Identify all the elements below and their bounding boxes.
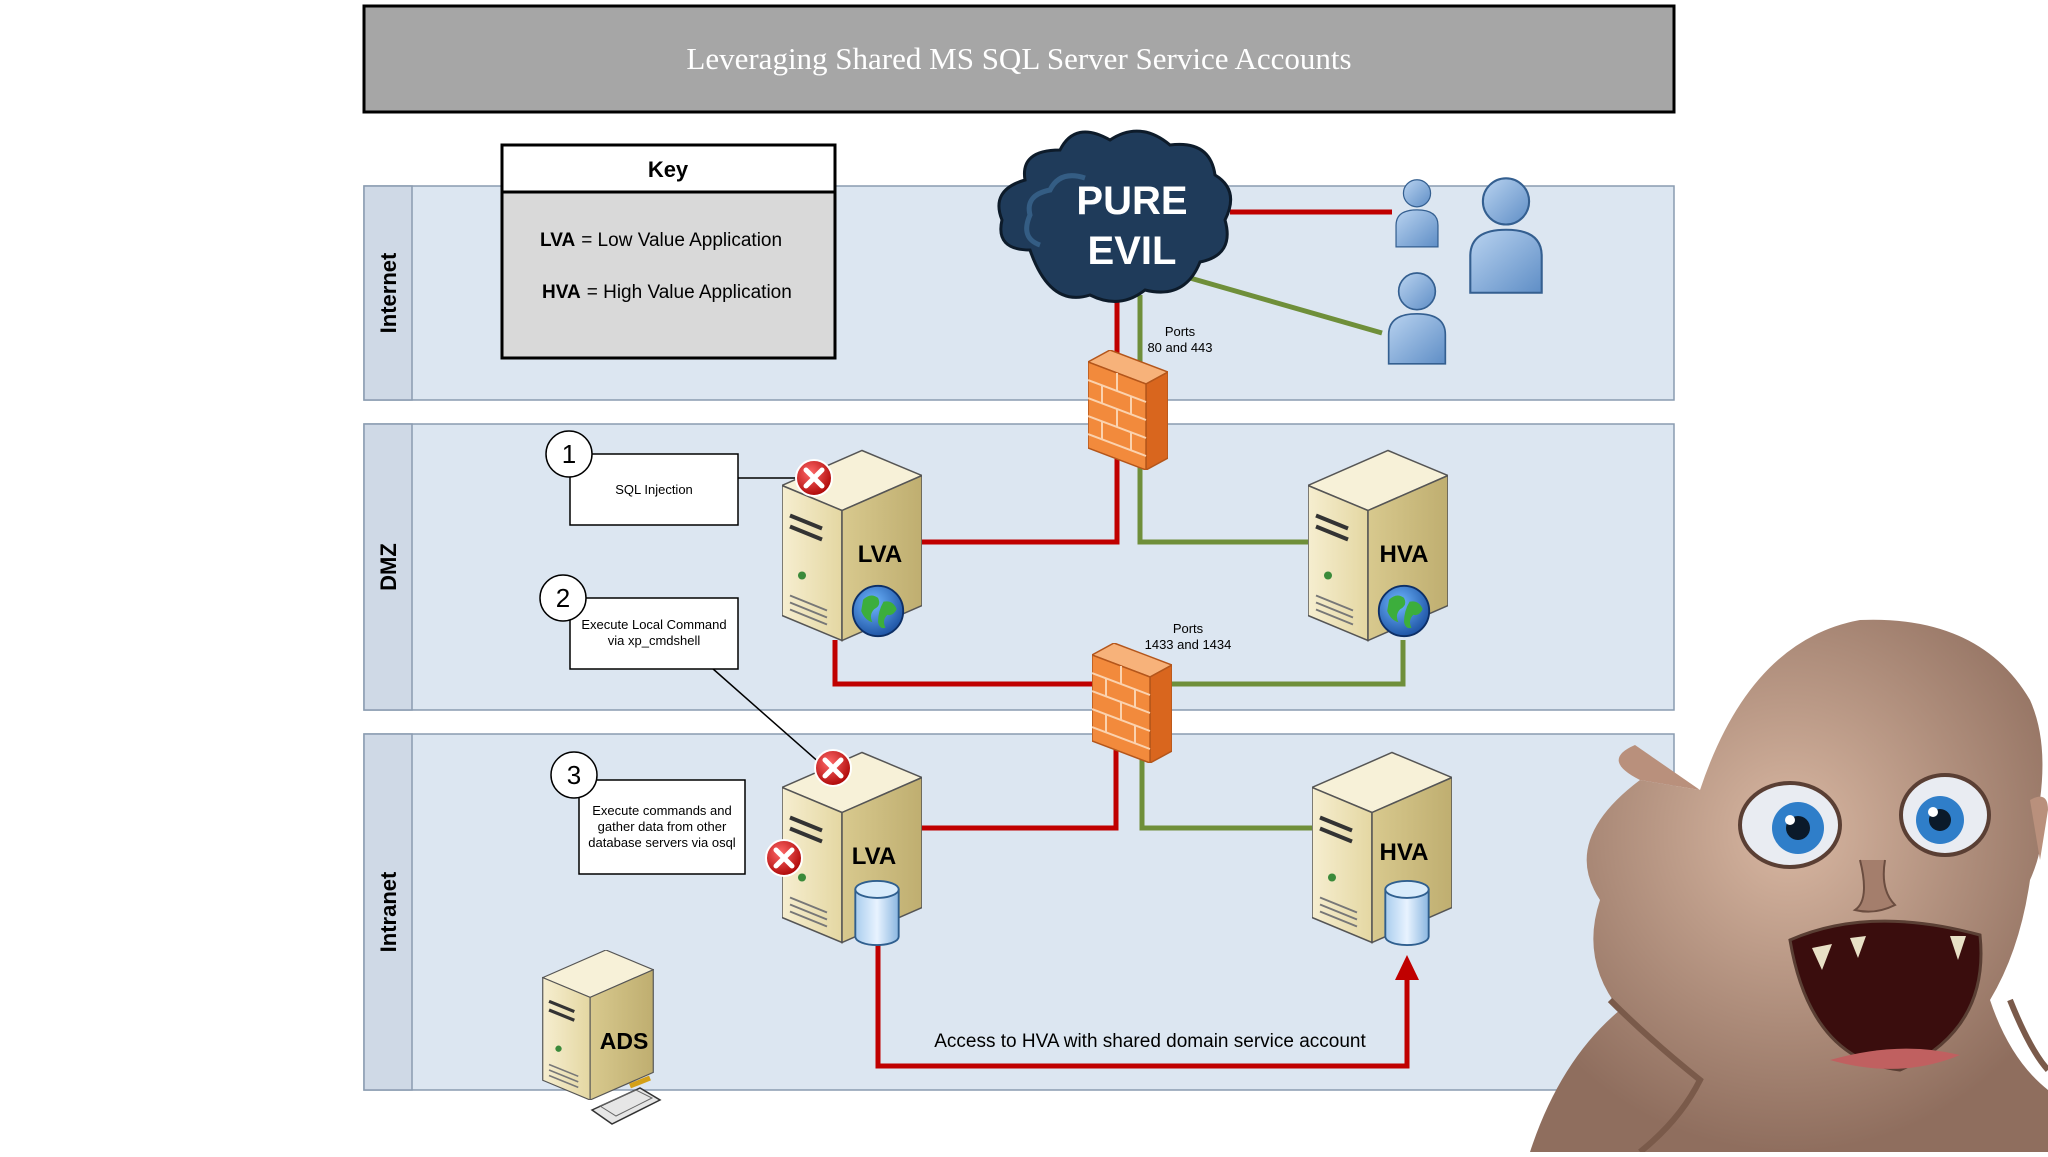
step-1-box — [569, 453, 739, 526]
ads-server-icon — [542, 950, 654, 1100]
pure-evil-cloud: PURE EVIL — [997, 129, 1233, 303]
step-1-failure-x-icon — [796, 460, 832, 496]
key-hva-line: HVA = High Value Application — [542, 282, 792, 303]
intranet-hva-server: HVA — [1312, 753, 1452, 946]
line-firewall-intranet-hva — [1139, 748, 1312, 831]
step-2-box — [569, 597, 739, 670]
intranet-lva-server: LVA — [782, 753, 922, 946]
internet-firewall-icon — [1088, 350, 1168, 470]
intranet-hva-label: HVA — [1380, 839, 1429, 866]
dmz-lva-server: LVA — [782, 451, 922, 641]
step-2-failure-x-icon — [815, 750, 851, 786]
dmz-lva-label: LVA — [858, 541, 902, 568]
step-2-badge — [539, 574, 587, 622]
line-dmz-lva-firewall — [832, 640, 1100, 687]
ads-label: ADS — [600, 1028, 649, 1054]
access-label: Access to HVA with shared domain service… — [934, 1031, 1366, 1052]
title-bar — [362, 4, 1676, 114]
diagram-title: Leveraging Shared MS SQL Server Service … — [686, 41, 1351, 76]
cloud-line2: EVIL — [1088, 229, 1177, 273]
step-2-number: 2 — [556, 583, 570, 613]
gollum-image — [1530, 619, 2048, 1155]
internal-firewall-icon — [1092, 643, 1172, 763]
access-arrowhead — [1395, 955, 1419, 980]
callout-connectors — [711, 477, 831, 773]
web-ports-label-2: 80 and 443 — [1147, 340, 1212, 355]
step-3-badge — [550, 751, 598, 799]
key-lva-def: = Low Value Application — [581, 230, 782, 251]
line-cloud-user-3 — [1189, 275, 1383, 336]
step-3-failure-x-icon — [766, 840, 802, 876]
step-3-number: 3 — [567, 760, 581, 790]
ads-server: ADS — [542, 950, 662, 1125]
sql-ports-label-1: Ports — [1173, 621, 1204, 636]
web-ports-label-1: Ports — [1165, 324, 1196, 339]
dmz-lva-globe-icon — [851, 584, 905, 638]
intranet-lva-database-icon — [854, 880, 900, 946]
line-firewall-intranet-lva — [920, 748, 1119, 831]
sql-ports-label-2: 1433 and 1434 — [1145, 637, 1232, 652]
key-hva-def: = High Value Application — [587, 282, 792, 303]
step-1-number: 1 — [562, 439, 576, 469]
ads-key-card-icon — [590, 1075, 662, 1125]
step-3-line3: database servers via osql — [588, 835, 736, 850]
cloud-line1: PURE — [1076, 179, 1187, 223]
step-2-line2: via xp_cmdshell — [608, 633, 701, 648]
step-3-box — [578, 779, 746, 875]
step-1-line1: SQL Injection — [615, 482, 693, 497]
step-3: Execute commands and gather data from ot… — [550, 751, 746, 875]
zone-label-internet: Internet — [376, 252, 401, 333]
line-access-hva — [875, 944, 1410, 1069]
dmz-hva-globe-icon — [1377, 584, 1431, 638]
zone-label-dmz: DMZ — [376, 543, 401, 591]
intranet-hva-database-icon — [1384, 880, 1430, 946]
intranet-lva-label: LVA — [852, 843, 896, 870]
key-heading: Key — [648, 157, 689, 182]
step-2-line1: Execute Local Command — [581, 617, 726, 632]
key-lva-abbr: LVA — [540, 230, 575, 251]
step-1-badge — [545, 430, 593, 478]
dmz-hva-server: HVA — [1308, 451, 1448, 641]
zone-label-intranet: Intranet — [376, 871, 401, 952]
step-2: Execute Local Command via xp_cmdshell 2 — [539, 574, 739, 670]
key-lva-line: LVA = Low Value Application — [540, 230, 782, 251]
step-3-line2: gather data from other — [598, 819, 727, 834]
step-1: SQL Injection 1 — [545, 430, 739, 526]
key-hva-abbr: HVA — [542, 282, 581, 303]
key-box: Key LVA = Low Value Application HVA = High… — [500, 143, 837, 360]
step-3-line1: Execute commands and — [592, 803, 731, 818]
dmz-hva-label: HVA — [1380, 541, 1429, 568]
line-dmz-hva-firewall — [1160, 640, 1406, 687]
